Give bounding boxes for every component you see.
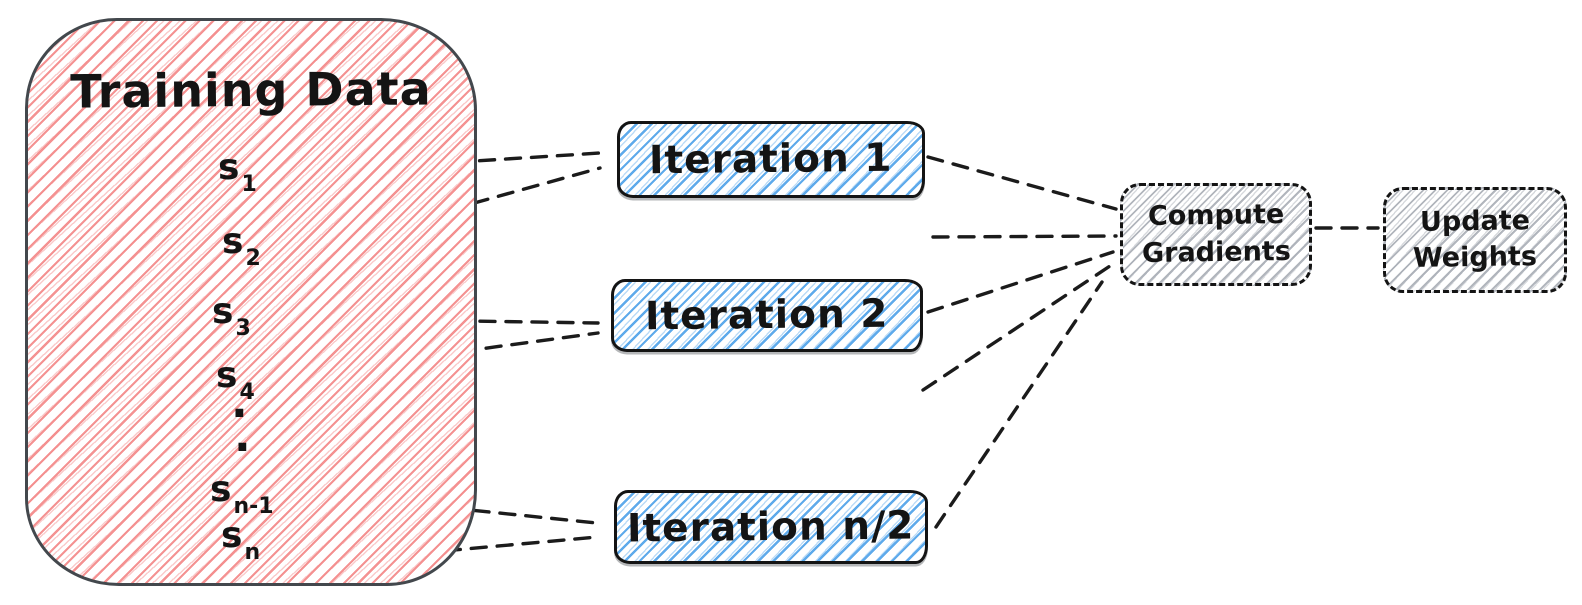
sample-base: s (210, 469, 232, 510)
training-data-title: Training Data (70, 61, 432, 119)
connector-iteration2-compute (926, 250, 1115, 314)
connector-iteration3-compute (934, 280, 1104, 529)
sample-base: s (212, 291, 234, 332)
ellipsis-dot: · (234, 422, 251, 473)
sample-subscript: 2 (245, 246, 261, 271)
connector-mid-compute (931, 234, 1118, 239)
sample-label-s3: s3 (212, 291, 251, 340)
sample-subscript: n-1 (233, 494, 274, 519)
sample-subscript: 1 (241, 172, 257, 197)
connector-iteration1-compute (926, 155, 1118, 211)
compute-gradients-label-line2: Gradients (1141, 235, 1291, 269)
sample-base: s (221, 515, 243, 556)
iteration-2-label: Iteration 2 (645, 291, 889, 340)
update-weights-label-line2: Weights (1412, 241, 1538, 274)
connector-lower-compute (921, 264, 1112, 392)
sample-label-s1: s1 (218, 147, 257, 196)
compute-gradients-box: Compute Gradients (1120, 183, 1312, 286)
sample-base: s (216, 355, 238, 396)
iteration-n2-box: Iteration n/2 (614, 490, 928, 564)
sample-label-sn-1: sn-1 (210, 469, 274, 518)
iteration-1-label: Iteration 1 (649, 135, 893, 184)
ellipsis-dot: · (231, 388, 248, 439)
sample-subscript: n (244, 540, 261, 565)
update-weights-box: Update Weights (1383, 187, 1567, 293)
iteration-1-box: Iteration 1 (617, 121, 925, 198)
sample-base: s (218, 147, 240, 188)
sample-subscript: 4 (239, 380, 255, 405)
iteration-n2-label: Iteration n/2 (627, 502, 915, 552)
training-data-box: Training Data (25, 18, 477, 586)
sample-base: s (222, 221, 244, 262)
sample-subscript: 3 (235, 316, 251, 341)
sample-label-sn: sn (221, 515, 260, 564)
iteration-2-box: Iteration 2 (611, 279, 923, 352)
sample-label-s4: s4 (216, 355, 255, 404)
compute-gradients-label-line1: Compute (1147, 199, 1285, 233)
sample-label-s2: s2 (222, 221, 261, 270)
update-weights-label-line1: Update (1419, 204, 1531, 238)
